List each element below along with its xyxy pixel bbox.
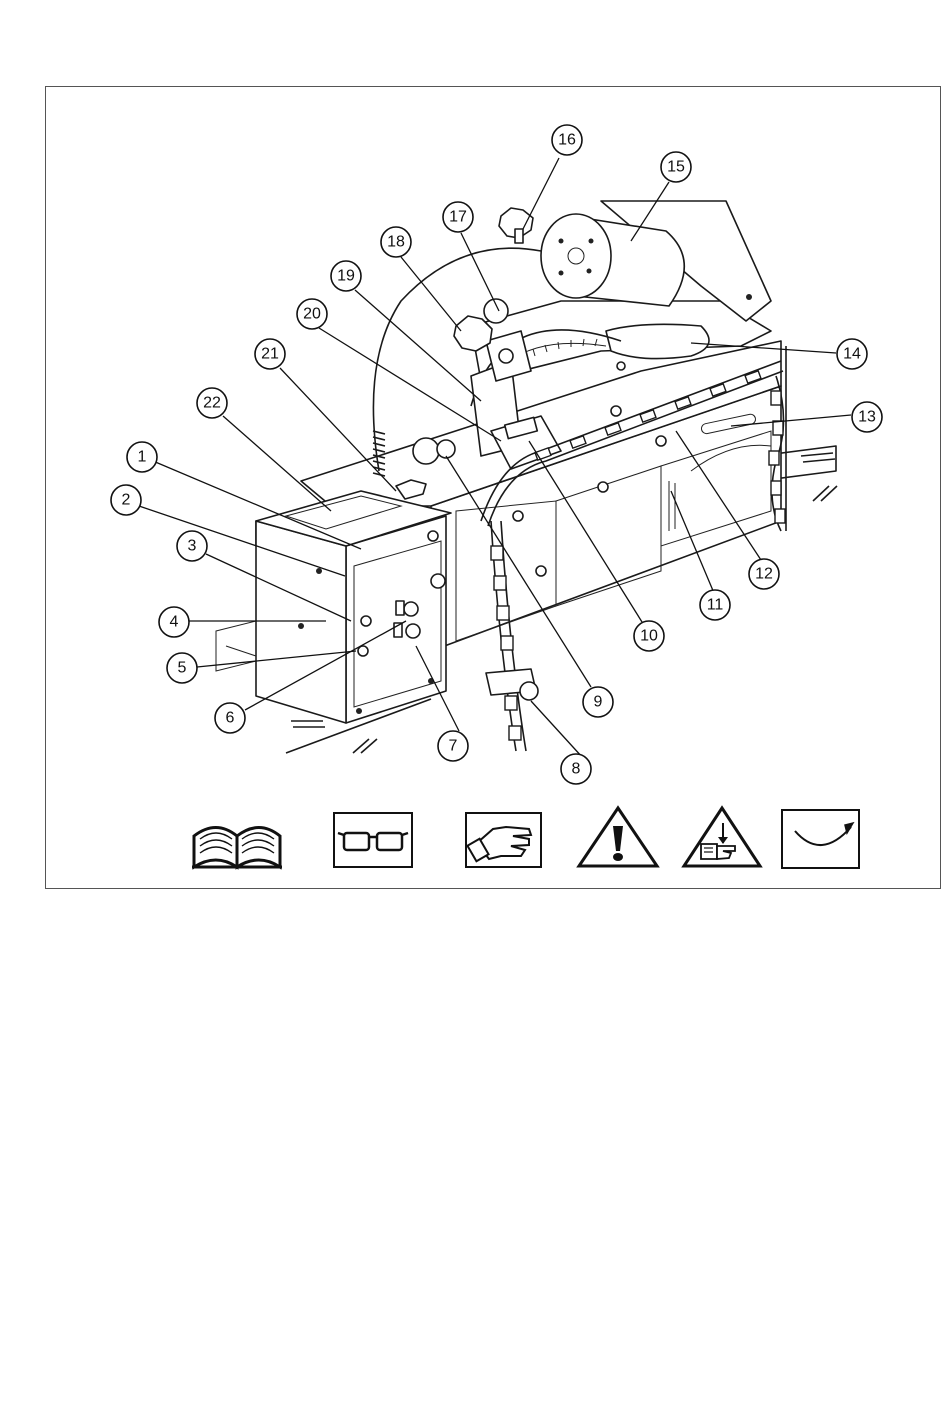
- read-manual-icon: [192, 828, 282, 868]
- warning-exclamation-icon: [579, 808, 657, 866]
- callout-10: 10: [634, 621, 664, 651]
- callout-17: 17: [443, 202, 473, 232]
- callout-4: 4: [159, 607, 189, 637]
- rotation-direction-icon: [782, 810, 859, 868]
- svg-text:2: 2: [122, 492, 131, 509]
- callout-9: 9: [583, 687, 613, 717]
- svg-text:12: 12: [755, 566, 773, 583]
- hand-crush-warning-icon: [684, 808, 760, 866]
- svg-text:10: 10: [640, 628, 658, 645]
- callout-21: 21: [255, 339, 285, 369]
- svg-text:20: 20: [303, 306, 321, 323]
- svg-text:22: 22: [203, 395, 221, 412]
- svg-text:14: 14: [843, 346, 861, 363]
- svg-text:8: 8: [572, 761, 581, 778]
- callout-6: 6: [215, 703, 245, 733]
- callout-13: 13: [852, 402, 882, 432]
- chain-sharpener-diagram: 1 2 3 4 5 6 7 8 9 10 11 12 13 14 15 16 1…: [46, 87, 940, 888]
- callout-1: 1: [127, 442, 157, 472]
- callout-8: 8: [561, 754, 591, 784]
- protective-gloves-icon: [466, 813, 541, 867]
- callout-19: 19: [331, 261, 361, 291]
- safety-symbols-row: [192, 808, 859, 868]
- svg-text:13: 13: [858, 409, 876, 426]
- svg-text:4: 4: [170, 614, 179, 631]
- figure-frame: 1 2 3 4 5 6 7 8 9 10 11 12 13 14 15 16 1…: [45, 86, 941, 889]
- svg-text:17: 17: [449, 209, 467, 226]
- svg-text:11: 11: [707, 597, 724, 614]
- callout-5: 5: [167, 653, 197, 683]
- svg-text:18: 18: [387, 234, 405, 251]
- svg-text:6: 6: [226, 710, 235, 727]
- callout-16: 16: [552, 125, 582, 155]
- callout-15: 15: [661, 152, 691, 182]
- callout-20: 20: [297, 299, 327, 329]
- svg-text:19: 19: [337, 268, 355, 285]
- callout-22: 22: [197, 388, 227, 418]
- callout-12: 12: [749, 559, 779, 589]
- svg-text:1: 1: [138, 449, 147, 466]
- svg-text:5: 5: [178, 660, 187, 677]
- callout-14: 14: [837, 339, 867, 369]
- callout-18: 18: [381, 227, 411, 257]
- svg-text:21: 21: [261, 346, 279, 363]
- svg-text:15: 15: [667, 159, 685, 176]
- svg-text:3: 3: [188, 538, 197, 555]
- callout-3: 3: [177, 531, 207, 561]
- callout-11: 11: [700, 590, 730, 620]
- callout-2: 2: [111, 485, 141, 515]
- svg-text:16: 16: [558, 132, 576, 149]
- svg-text:9: 9: [594, 694, 603, 711]
- svg-text:7: 7: [449, 738, 458, 755]
- callout-7: 7: [438, 731, 468, 761]
- safety-glasses-icon: [334, 813, 412, 867]
